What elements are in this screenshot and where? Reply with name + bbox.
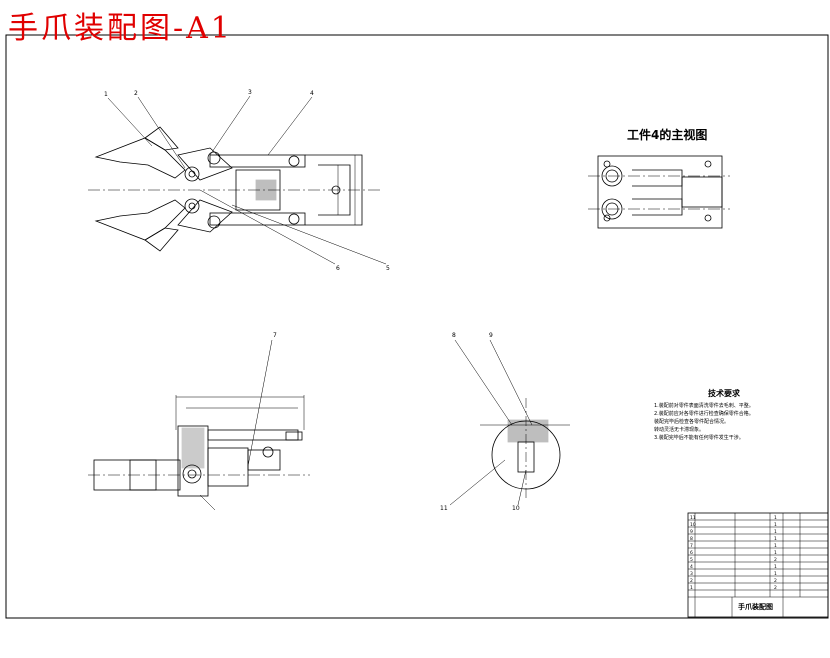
callout-4: 4 bbox=[310, 90, 314, 97]
drawing-title-stamp: 手爪装配图-A1 bbox=[8, 11, 233, 46]
parts-row-qty: 2 bbox=[774, 585, 777, 591]
parts-row-qty: 1 bbox=[774, 571, 777, 577]
callout-7: 7 bbox=[273, 332, 277, 339]
parts-row-index: 5 bbox=[690, 557, 693, 563]
parts-row-index: 8 bbox=[690, 536, 693, 542]
parts-row-index: 9 bbox=[690, 529, 693, 535]
parts-row-index: 10 bbox=[690, 522, 696, 528]
callout-9: 9 bbox=[489, 332, 493, 339]
callout-5: 5 bbox=[386, 265, 390, 272]
notes-line-2: 2.装配前应对各零件进行检查确保零件合格。 bbox=[654, 410, 754, 417]
parts-row-index: 4 bbox=[690, 564, 693, 570]
parts-row-index: 2 bbox=[690, 578, 693, 584]
callout-8: 8 bbox=[452, 332, 456, 339]
drawing-border bbox=[5, 34, 829, 619]
workpiece-4-view bbox=[588, 155, 730, 229]
notes-line-5: 3.装配完毕后不能有任何零件发生干涉。 bbox=[654, 434, 744, 441]
workpiece-view-title: 工件4的主视图 bbox=[627, 127, 707, 142]
notes-line-4: 转动灵活无卡滞现象。 bbox=[654, 426, 704, 433]
detail-view bbox=[449, 339, 570, 506]
parts-row-index: 3 bbox=[690, 571, 693, 577]
parts-row-qty: 1 bbox=[774, 543, 777, 549]
parts-row-index: 11 bbox=[690, 515, 696, 521]
parts-row-qty: 1 bbox=[774, 550, 777, 556]
callout-1: 1 bbox=[104, 91, 108, 98]
callout-11: 11 bbox=[440, 505, 448, 512]
callout-10: 10 bbox=[512, 505, 520, 512]
gripper-main-view bbox=[88, 95, 387, 265]
callout-2: 2 bbox=[134, 90, 138, 97]
title-block bbox=[687, 512, 829, 618]
parts-row-index: 1 bbox=[690, 585, 693, 591]
side-section-view bbox=[88, 339, 310, 511]
parts-row-qty: 1 bbox=[774, 564, 777, 570]
parts-row-index: 6 bbox=[690, 550, 693, 556]
parts-row-qty: 2 bbox=[774, 557, 777, 563]
callout-6: 6 bbox=[336, 265, 340, 272]
notes-line-1: 1.装配前对零件表面清洗零件去毛刺、平整。 bbox=[654, 402, 754, 409]
parts-row-index: 7 bbox=[690, 543, 693, 549]
title-block-title: 手爪装配图 bbox=[738, 602, 773, 611]
parts-row-qty: 1 bbox=[774, 536, 777, 542]
callout-3: 3 bbox=[248, 89, 252, 96]
parts-row-qty: 2 bbox=[774, 578, 777, 584]
parts-row-qty: 1 bbox=[774, 515, 777, 521]
parts-row-qty: 1 bbox=[774, 522, 777, 528]
parts-row-qty: 1 bbox=[774, 529, 777, 535]
notes-title: 技术要求 bbox=[708, 388, 741, 398]
notes-line-3: 装配完毕后检查各零件配合情况。 bbox=[654, 418, 729, 425]
